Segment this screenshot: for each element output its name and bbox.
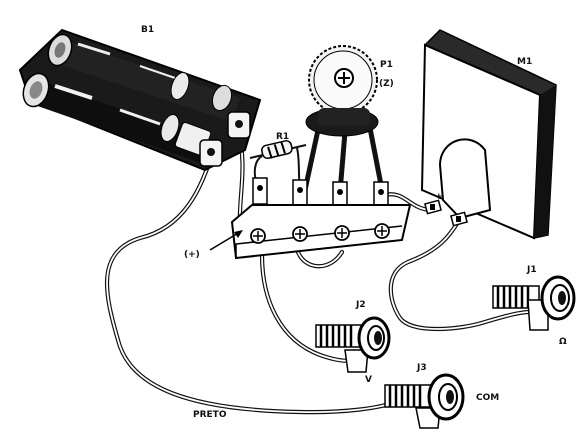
label-j3: J3 — [416, 363, 427, 373]
meter-terminal-plus — [424, 199, 442, 215]
wire-preto — [104, 137, 398, 415]
label-ohm: Ω — [559, 337, 567, 347]
label-m1: M1 — [517, 57, 532, 67]
label-r1: R1 — [276, 132, 289, 142]
terminal-screw — [250, 228, 266, 244]
label-p1-z: (Z) — [379, 79, 394, 89]
component-labels: B1 P1 (Z) R1 M1 + (+) J1 J2 J3 Ω V COM P… — [141, 25, 567, 420]
meter-m1 — [420, 29, 557, 240]
meter-terminal-minus — [450, 211, 468, 227]
resistor-r1 — [249, 140, 307, 159]
label-p1: P1 — [380, 60, 393, 70]
label-j2: J2 — [355, 300, 366, 310]
label-meter-plus: + — [435, 192, 443, 202]
terminal-screw — [334, 225, 350, 241]
wire-meter-to-j1 — [388, 219, 533, 332]
wire-jumper — [295, 249, 345, 269]
label-positive: (+) — [184, 250, 200, 260]
battery-cell-lower — [22, 72, 215, 165]
potentiometer-knob — [308, 45, 378, 115]
positive-pointer-arrow — [209, 230, 243, 251]
label-preto: PRETO — [193, 410, 227, 420]
terminal-strip — [209, 177, 412, 260]
terminal-screw — [292, 226, 308, 242]
terminal-screw — [374, 223, 390, 239]
battery-holder — [18, 28, 262, 172]
label-b1: B1 — [141, 25, 154, 35]
label-j1: J1 — [526, 265, 537, 275]
jack-j1 — [492, 275, 576, 331]
jack-j2 — [315, 316, 391, 373]
battery-contacts — [199, 111, 251, 167]
label-volt: V — [365, 375, 372, 385]
battery-cell-upper — [47, 33, 240, 122]
potentiometer-p1 — [302, 45, 385, 193]
jack-j3 — [384, 373, 465, 429]
label-com: COM — [476, 393, 499, 403]
